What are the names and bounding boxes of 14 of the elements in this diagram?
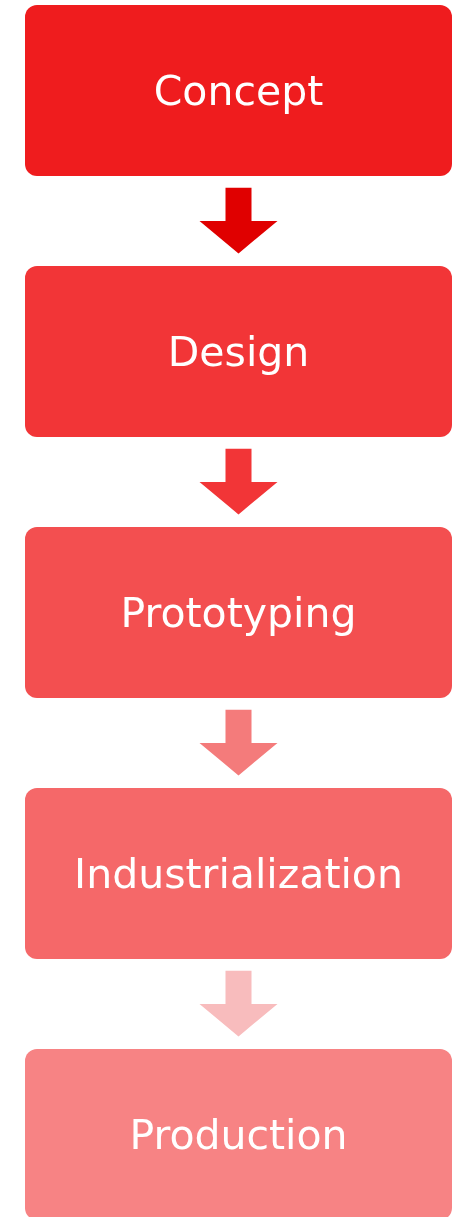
process-box — [25, 1049, 452, 1217]
step-label: Production — [129, 1110, 348, 1159]
block-arrow — [199, 970, 278, 1037]
process-box — [25, 5, 452, 176]
block-arrow — [199, 187, 278, 254]
process-box — [25, 266, 452, 437]
block-arrow — [199, 448, 278, 515]
block-arrow — [199, 709, 278, 776]
process-box — [25, 788, 452, 959]
step-label: Concept — [153, 66, 324, 115]
step-label: Prototyping — [120, 588, 357, 637]
step-label: Industrialization — [74, 849, 403, 898]
process-box — [25, 527, 452, 698]
step-label: Design — [167, 327, 310, 376]
